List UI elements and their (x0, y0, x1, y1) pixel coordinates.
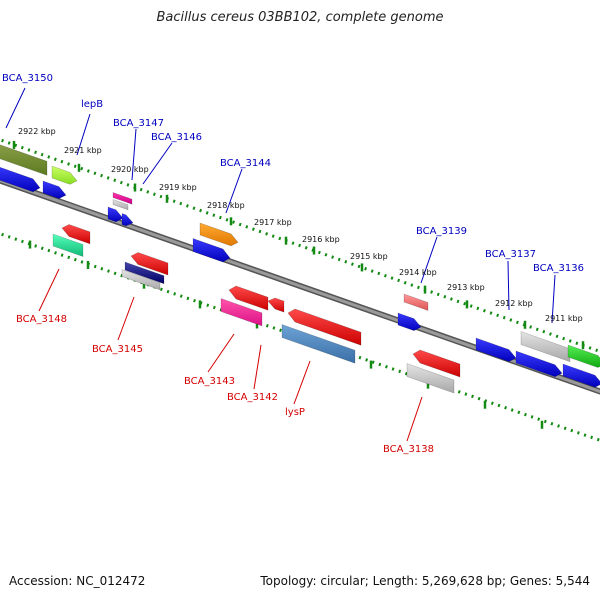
gene-feature-steel (281, 324, 356, 364)
gene-feature-blue (121, 213, 134, 227)
gene-leader-plus (5, 87, 26, 129)
scale-label: 2916 kbp (302, 235, 340, 244)
scale-label: 2920 kbp (111, 165, 149, 174)
gene-leader-plus (225, 168, 243, 214)
topology-text: Topology: circular; Length: 5,269,628 bp… (260, 574, 590, 588)
gene-leader-minus (253, 344, 262, 390)
gene-leader-minus (207, 333, 235, 373)
backbone-layer (0, 177, 600, 395)
gene-feature-red (61, 224, 91, 245)
gene-label-minus: lysP (285, 407, 305, 418)
gene-feature-blue (397, 312, 422, 331)
gene-label-plus: BCA_3150 (2, 73, 53, 84)
gene-leader-minus (38, 268, 60, 312)
gene-feature-red (412, 349, 461, 378)
gene-feature-green (567, 344, 600, 368)
gene-feature-gray (520, 331, 571, 363)
gene-feature-blue (475, 337, 517, 362)
gene-feature-magenta (112, 192, 133, 205)
gene-label-plus: BCA_3136 (533, 263, 584, 274)
gene-feature-blue (107, 206, 124, 223)
scale-label: 2911 kbp (545, 314, 583, 323)
gene-label-plus: BCA_3144 (220, 158, 271, 169)
gene-feature-pink (220, 298, 263, 327)
gene-label-minus: BCA_3142 (227, 392, 278, 403)
gene-feature-navy (124, 261, 165, 285)
gene-leader-minus (293, 360, 311, 405)
scale-label: 2918 kbp (207, 201, 245, 210)
map-title: Bacillus cereus 03BB102, complete genome (156, 10, 444, 25)
gene-feature-gray (112, 199, 129, 211)
gene-features-layer (0, 144, 600, 394)
gene-leader-plus (142, 142, 173, 185)
scale-label: 2913 kbp (447, 283, 485, 292)
gene-feature-red (228, 285, 269, 311)
scale-label: 2922 kbp (18, 127, 56, 136)
gene-label-plus: lepB (81, 99, 103, 110)
gene-feature-red (287, 308, 362, 346)
label-leaders-layer (5, 87, 556, 442)
gene-feature-lime (51, 165, 78, 185)
gene-feature-blue (42, 180, 67, 199)
scale-label: 2915 kbp (350, 252, 388, 261)
gene-label-plus: BCA_3137 (485, 249, 536, 260)
labels-layer: 2922 kbp 2921 kbp 2920 kbp 2919 kbp 2918 kbp… (2, 73, 584, 455)
gene-leader-minus (117, 296, 135, 341)
gene-feature-mint (52, 233, 84, 257)
gene-label-plus: BCA_3139 (416, 226, 467, 237)
gene-leader-plus (551, 274, 556, 324)
gene-feature-blue (0, 166, 41, 193)
gene-feature-gray (406, 363, 455, 394)
gene-label-minus: BCA_3145 (92, 344, 143, 355)
scale-label: 2917 kbp (254, 218, 292, 227)
gene-leader-plus (131, 128, 137, 181)
gene-feature-blue (192, 238, 231, 263)
scale-label: 2919 kbp (159, 183, 197, 192)
scale-label: 2921 kbp (64, 146, 102, 155)
gene-label-minus: BCA_3143 (184, 376, 235, 387)
gene-label-plus: BCA_3146 (151, 132, 202, 143)
tick-dots-layer (0, 138, 600, 442)
scale-label: 2912 kbp (495, 299, 533, 308)
gene-leader-plus (76, 113, 91, 156)
gene-label-minus: BCA_3148 (16, 314, 67, 325)
gene-leader-plus (420, 236, 438, 284)
gene-feature-red (267, 297, 285, 313)
gene-feature-gray (121, 269, 161, 291)
scale-label: 2914 kbp (399, 268, 437, 277)
gene-feature-red (130, 252, 169, 276)
gene-feature-olive (0, 144, 48, 176)
gene-feature-orange (199, 222, 239, 247)
gene-leader-plus (507, 260, 510, 311)
gene-label-plus: BCA_3147 (113, 118, 164, 129)
gene-label-minus: BCA_3138 (383, 444, 434, 455)
gene-leader-minus (406, 396, 423, 442)
accession-text: Accession: NC_012472 (9, 574, 146, 588)
gene-feature-salmon (403, 293, 429, 311)
gene-feature-blue (562, 363, 600, 388)
gene-feature-blue (515, 350, 563, 378)
